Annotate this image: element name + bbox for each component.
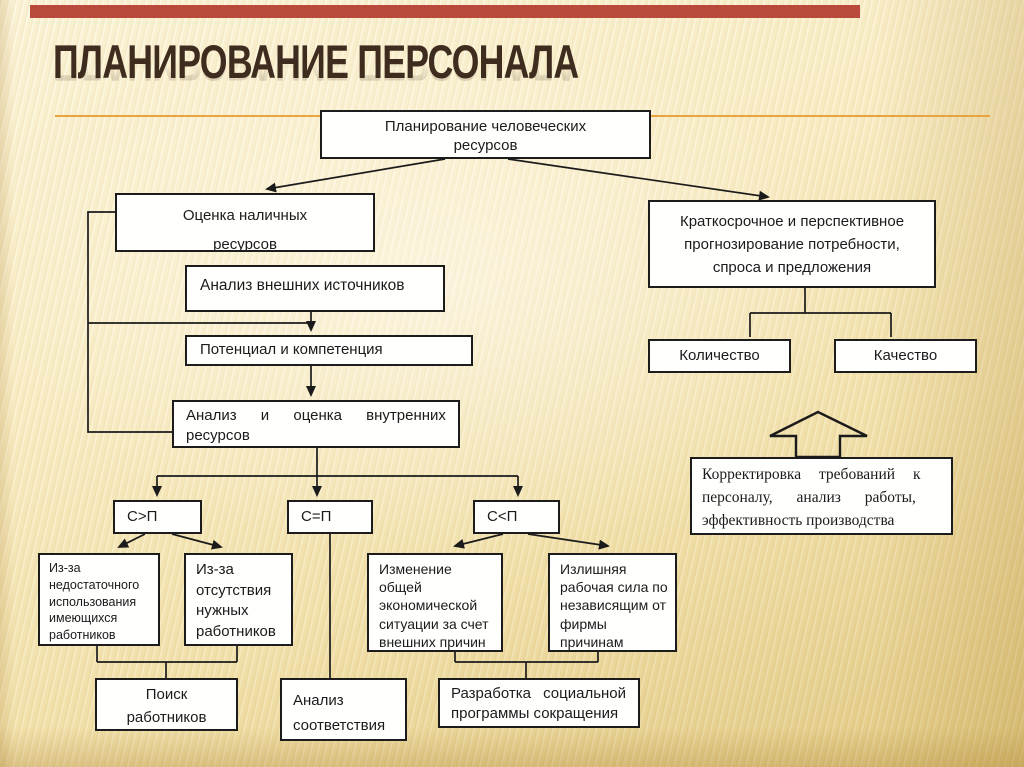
node-text-line: отсутствия — [196, 581, 272, 599]
bracket-left — [87, 211, 172, 433]
node-demand-forecast: Краткосрочное и перспективное прогнозиро… — [648, 200, 936, 288]
node-planning-human-resources: Планирование человеческих ресурсов — [320, 110, 651, 159]
node-text-line: рабочая сила по — [560, 579, 668, 596]
node-text-line: Количество — [679, 347, 760, 364]
arrow-planning-to-assess — [265, 158, 446, 193]
page-title: ПЛАНИРОВАНИЕ ПЕРСОНАЛА — [53, 35, 579, 88]
node-text-line: персоналу, анализ работы, — [702, 489, 916, 506]
node-text-line: работников — [196, 622, 276, 640]
node-text-line: имеющихся — [49, 611, 118, 626]
arrow-sgp-left — [117, 533, 146, 548]
node-social-reduction-program: Разработка социальной программы сокращен… — [438, 678, 640, 728]
node-text-line: Из-за — [196, 561, 234, 578]
node-text-line: работников — [49, 628, 116, 643]
node-quality: Качество — [834, 339, 977, 373]
node-text-line: Изменение — [379, 561, 452, 577]
arrow-planning-to-forecast — [507, 158, 770, 201]
node-text-line: Анализ внешних источников — [200, 277, 405, 294]
node-text-line: Краткосрочное и перспективное — [679, 213, 905, 230]
node-assess-available-resources: Оценка наличных ресурсов — [115, 193, 375, 253]
node-conformity-analysis: Анализ соответствия — [280, 678, 407, 741]
node-text-line: ситуации за счет — [379, 615, 489, 632]
title-block: ПЛАНИРОВАНИЕ ПЕРСОНАЛА ПЛАНИРОВАНИЕ ПЕРС… — [53, 38, 744, 135]
arrow-slp-right — [527, 533, 610, 550]
node-text-line: Из-за — [49, 561, 81, 575]
node-text-line: ресурсов — [453, 137, 518, 154]
node-text-line: С=П — [301, 508, 332, 525]
node-text-line: независящим от — [560, 597, 666, 614]
arrow-sgp-right — [171, 533, 223, 550]
node-supply-greater-demand: С>П — [113, 500, 202, 534]
node-text-line: ресурсов — [213, 236, 277, 253]
node-text-line: Разработка социальной — [451, 685, 627, 702]
accent-bar — [30, 5, 860, 18]
node-internal-resources-analysis: Анализ и оценка внутренних ресурсов — [172, 400, 460, 448]
bracket-forecast — [749, 288, 892, 337]
node-text-line: использования — [49, 594, 137, 609]
bracket-search — [96, 645, 238, 678]
node-text-line: Поиск — [145, 686, 188, 703]
arrow-slp-left — [453, 533, 504, 549]
node-text-line: нужных — [196, 602, 249, 619]
node-text-line: фирмы — [560, 615, 607, 632]
node-text-line: Качество — [873, 347, 938, 364]
node-text-line: ресурсов — [186, 427, 250, 444]
node-requirements-correction: Корректировка требований к персоналу, ан… — [690, 457, 953, 535]
node-text-line: Анализ — [293, 692, 344, 709]
node-text-line: спроса и предложения — [712, 259, 872, 276]
node-text-line: недостаточного — [49, 577, 140, 592]
node-text-line: работников — [126, 709, 207, 726]
node-text-line: прогнозирование потребности, — [684, 236, 900, 253]
node-text-line: внешних причин — [379, 633, 486, 650]
node-text-line: Оценка наличных — [182, 207, 308, 224]
node-economic-situation-change: Изменение общей экономической ситуации з… — [367, 553, 503, 652]
node-text-line: С<П — [487, 508, 518, 525]
node-text-line: Корректировка требований к — [702, 466, 921, 483]
node-search-workers: Поиск работников — [95, 678, 238, 731]
node-text-line: соответствия — [293, 717, 386, 734]
node-supply-less-demand: С<П — [473, 500, 560, 534]
node-text-line: программы сокращения — [451, 705, 619, 722]
bracket-program — [454, 651, 599, 678]
node-text-line: Планирование человеческих — [384, 118, 587, 135]
node-text-line: С>П — [127, 508, 158, 525]
node-underuse-of-workers: Из-за недостаточного использования имеющ… — [38, 553, 160, 646]
node-potential-competence: Потенциал и компетенция — [185, 335, 473, 366]
node-text-line: Потенциал и компетенция — [200, 341, 383, 358]
block-up-arrow — [769, 410, 868, 459]
node-text-line: эффективность производства — [702, 512, 895, 529]
page-title-reflection: ПЛАНИРОВАНИЕ ПЕРСОНАЛА — [53, 38, 579, 91]
node-lack-of-needed-workers: Из-за отсутствия нужных работников — [184, 553, 293, 646]
node-text-line: общей — [379, 579, 422, 596]
node-supply-equals-demand: С=П — [287, 500, 373, 534]
node-surplus-labor: Излишняя рабочая сила по независящим от … — [548, 553, 677, 652]
node-quantity: Количество — [648, 339, 791, 373]
node-external-sources-analysis: Анализ внешних источников — [185, 265, 445, 312]
node-text-line: Излишняя — [560, 561, 627, 577]
distribution-line — [157, 448, 518, 477]
node-text-line: причинам — [560, 633, 624, 650]
node-text-line: Анализ и оценка внутренних — [186, 407, 446, 424]
node-text-line: экономической — [379, 597, 478, 614]
